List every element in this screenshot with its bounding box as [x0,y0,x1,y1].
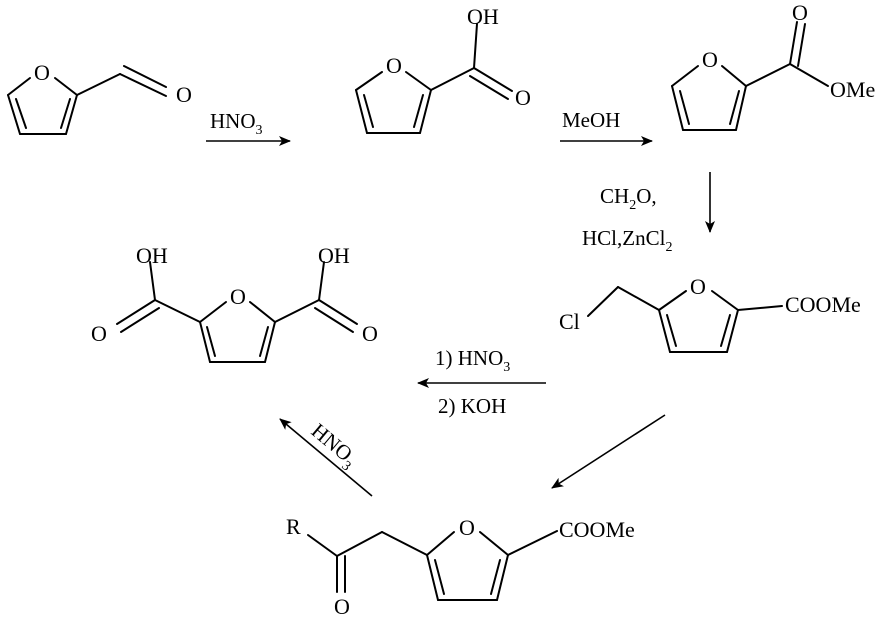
reagent-step4-line2-label: 2) KOH [438,394,506,418]
ketone-oxygen-label: O [334,594,350,619]
ring-oxygen-label: O [230,284,246,309]
ring-oxygen-label: O [702,47,718,72]
furandicarboxylic-acid-molecule: O OH O OH O [91,243,378,363]
reaction-arrow-4: 1) HNO3 2) KOH [417,346,546,418]
furfural-molecule: O O [7,60,192,135]
left-carbonyl-oxygen-label: O [91,321,107,346]
chloromethyl-furoate-molecule: Cl O COOMe [559,274,861,353]
r-group-label: R [286,514,301,539]
methyl-furoate-molecule: O O OMe [671,0,875,131]
reaction-arrow-5 [551,414,666,489]
ring-oxygen-label: O [386,53,402,78]
ester-group-label: COOMe [559,517,635,542]
reagent-hcl-zncl2-label: HCl,ZnCl2 [582,226,672,255]
reaction-arrow-3: CH2O, HCl,ZnCl2 [582,172,715,255]
reagent-step4-line1-label: 1) HNO3 [435,346,510,375]
reagent-ch2o-label: CH2O, [600,184,657,213]
reagent-meoh-label: MeOH [562,108,620,132]
carbonyl-oxygen-label: O [176,82,192,107]
right-hydroxyl-label: OH [318,243,350,268]
reaction-arrow-6: HNO3 [279,418,373,497]
reaction-arrow-1: HNO3 [206,109,291,146]
keto-furoate-molecule: R O O COOMe [286,514,635,619]
ring-oxygen-label: O [34,60,50,85]
hydroxyl-label: OH [467,4,499,29]
chlorine-label: Cl [559,309,580,334]
ester-group-label: COOMe [785,292,861,317]
ring-oxygen-label: O [459,515,475,540]
furoic-acid-molecule: O OH O [355,4,531,134]
carbonyl-oxygen-label: O [515,85,531,110]
reagent-hno3-label: HNO3 [210,109,263,138]
reaction-arrow-2: MeOH [560,108,653,146]
ring-oxygen-label: O [690,274,706,299]
carbonyl-oxygen-label: O [792,0,808,25]
right-carbonyl-oxygen-label: O [362,321,378,346]
left-hydroxyl-label: OH [136,243,168,268]
methoxy-label: OMe [830,77,875,102]
